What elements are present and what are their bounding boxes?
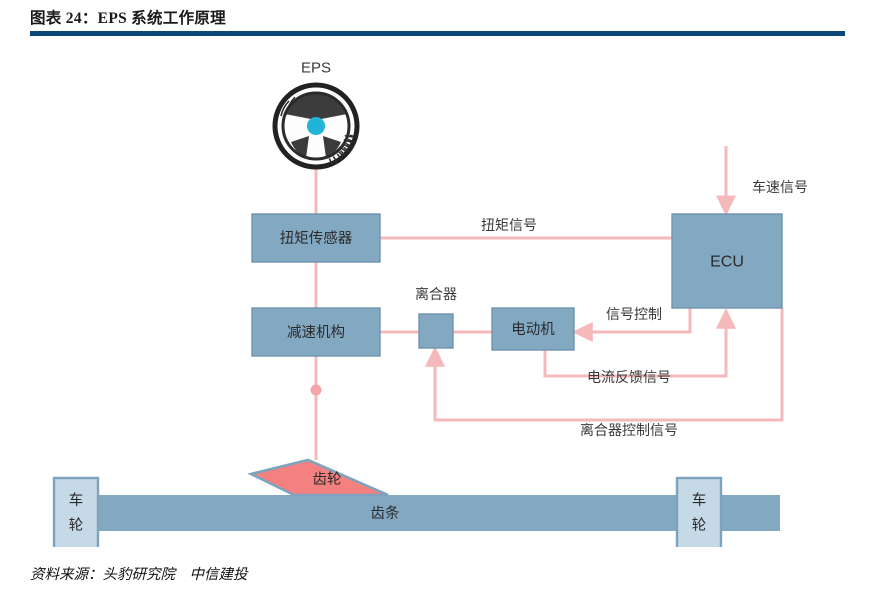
block-label-motor: 电动机 (511, 321, 555, 338)
block-label-wheel-left-line2: 轮 (69, 517, 84, 534)
block-wheel-right[interactable]: 车 轮 (675, 476, 723, 547)
block-ecu[interactable]: ECU (671, 213, 783, 309)
block-label-clutch: 离合器 (415, 286, 457, 302)
eps-block-diagram: EPS 扭矩传感器 ECU 减速机构 离合器 (52, 60, 808, 547)
block-label-wheel-right-line1: 车 (692, 492, 707, 509)
signal-label-torque: 扭矩信号 (481, 217, 537, 233)
signal-label-clutch-control: 离合器控制信号 (580, 422, 678, 438)
block-reduction-gear[interactable]: 减速机构 (251, 307, 381, 357)
page-title: 图表 24：EPS 系统工作原理 (30, 10, 226, 27)
figure-footer: 资料来源：头豹研究院 中信建投 (30, 562, 845, 584)
signal-label-signal-control: 信号控制 (606, 306, 662, 322)
source-note: 资料来源：头豹研究院 中信建投 (30, 566, 248, 583)
figure-title-row: 图表 24：EPS 系统工作原理 (30, 5, 845, 29)
block-label-rack: 齿条 (371, 505, 400, 522)
block-label-wheel-left-line1: 车 (69, 492, 84, 509)
block-clutch[interactable] (418, 313, 454, 349)
line-signal-control (572, 308, 692, 343)
eps-icon-label: EPS (301, 60, 331, 77)
steering-wheel-icon (272, 82, 360, 170)
block-rack[interactable]: 齿条 (82, 495, 780, 531)
title-divider (30, 31, 845, 36)
block-wheel-left[interactable]: 车 轮 (52, 476, 100, 547)
block-label-reduction-gear: 减速机构 (287, 324, 345, 341)
block-torque-sensor[interactable]: 扭矩传感器 (251, 213, 381, 263)
column-joint-dot (310, 384, 322, 396)
block-label-ecu: ECU (710, 254, 744, 271)
line-current-feedback (543, 308, 737, 378)
block-label-gear: 齿轮 (313, 471, 342, 488)
block-label-wheel-right-line2: 轮 (692, 517, 707, 534)
diagram-canvas: EPS 扭矩传感器 ECU 减速机构 离合器 (0, 42, 869, 547)
block-motor[interactable]: 电动机 (491, 307, 575, 351)
signal-label-vehicle-speed: 车速信号 (752, 179, 808, 195)
block-gear[interactable]: 齿轮 (247, 458, 389, 497)
signal-label-current-feedback: 电流反馈信号 (587, 369, 671, 385)
line-clutch-control (424, 308, 784, 422)
block-label-torque-sensor: 扭矩传感器 (280, 230, 353, 247)
